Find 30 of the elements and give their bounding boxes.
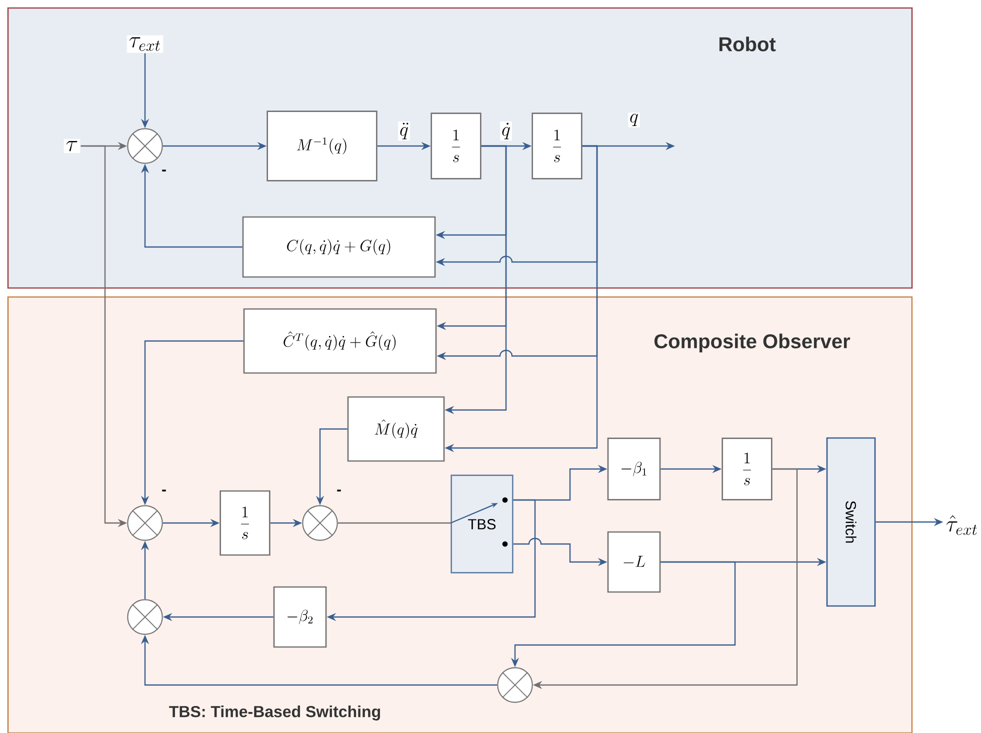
- summing-junction: [127, 128, 163, 164]
- edge-label: $\dot{q}$: [500, 121, 512, 141]
- transfer-block: $-\beta_1$: [607, 438, 661, 500]
- transfer-block: $\frac{1}{s}$: [220, 490, 270, 556]
- transfer-block: $\frac{1}{s}$: [430, 112, 482, 180]
- transfer-block: $M^{-1}(q)$: [266, 110, 378, 182]
- switch-block: TBS: [450, 474, 514, 574]
- transfer-block: $\frac{1}{s}$: [722, 438, 772, 500]
- sign-label: -: [337, 490, 341, 492]
- signal-label: $\hat{\tau}_{ext}$: [944, 513, 980, 537]
- summing-junction: [127, 505, 163, 541]
- signal-label: $\tau_{ext}$: [126, 35, 164, 53]
- transfer-block: $\hat{C}^{T}(q,\dot{q})\dot{q}+\hat{G}(q)$: [243, 308, 437, 374]
- summing-junction: [302, 505, 338, 541]
- panel-title: Robot: [719, 36, 776, 52]
- sign-label: -: [162, 170, 166, 172]
- transfer-block: $-\beta_2$: [273, 586, 327, 648]
- switch-block: Switch: [826, 437, 876, 607]
- sign-label: -: [162, 490, 166, 492]
- summing-junction: [497, 667, 533, 703]
- transfer-block: $\hat{M}(q)\dot{q}$: [347, 396, 445, 462]
- transfer-block: $-L$: [607, 531, 661, 593]
- edge-label: $q$: [628, 112, 640, 128]
- caption: TBS: Time-Based Switching: [169, 706, 380, 720]
- summing-junction: [127, 599, 163, 635]
- signal-label: $\tau$: [64, 139, 80, 153]
- transfer-block: $\frac{1}{s}$: [532, 112, 582, 180]
- panel-title: Composite Observer: [654, 334, 850, 352]
- transfer-block: $C(q,\dot{q})\dot{q}+G(q)$: [242, 216, 436, 278]
- edge-label: $\ddot{q}$: [398, 121, 410, 141]
